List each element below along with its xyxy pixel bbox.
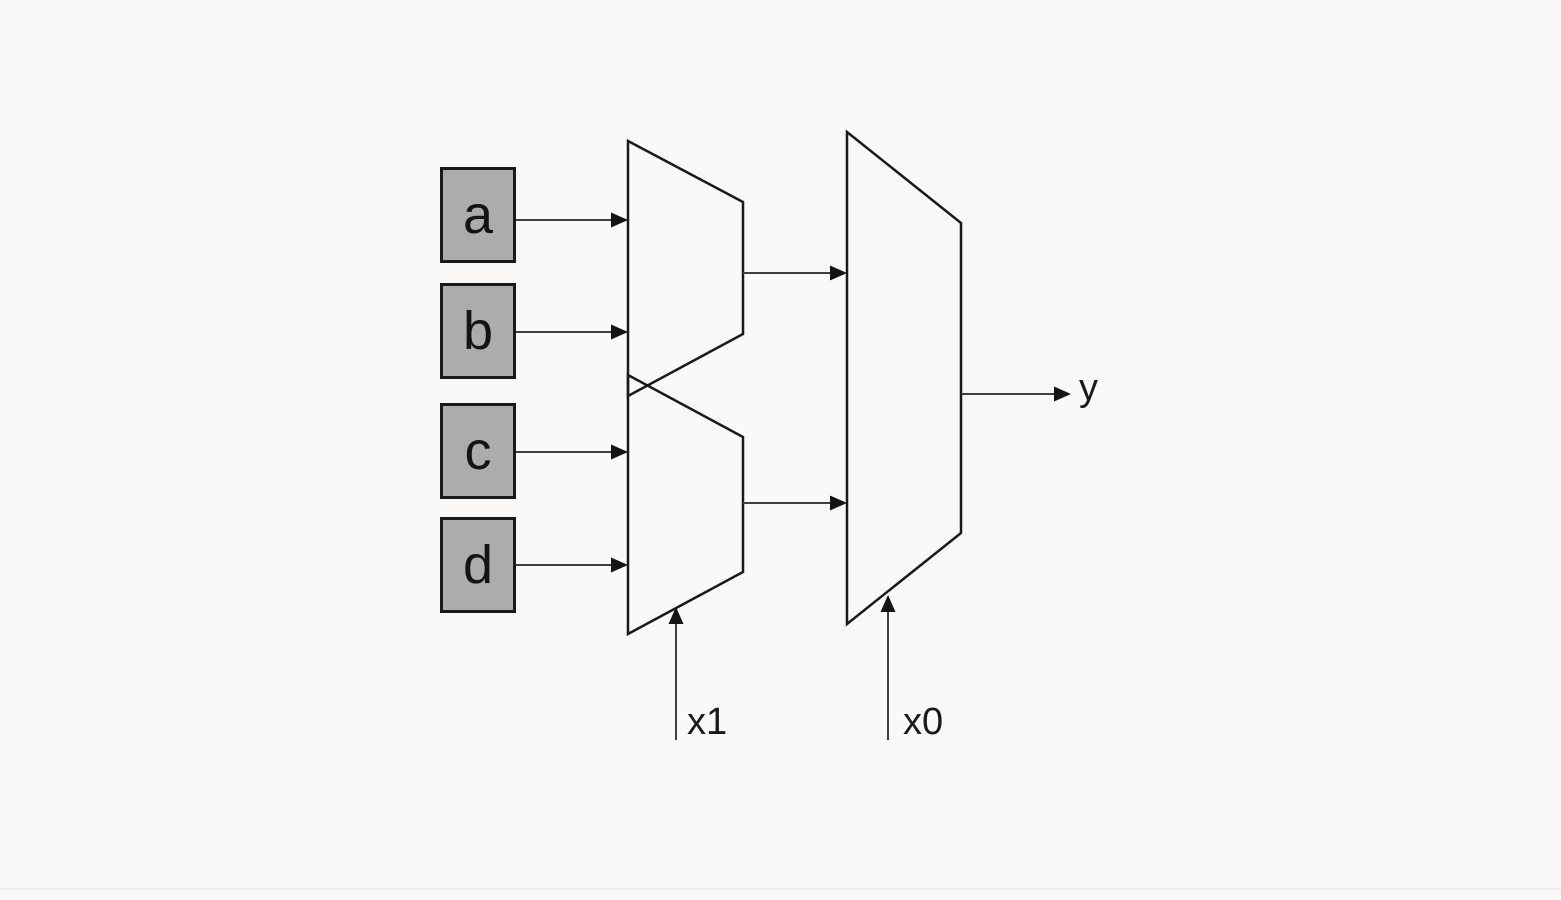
output-label-y: y xyxy=(1079,367,1098,409)
wire-select-x1 xyxy=(668,607,684,740)
wire-input-d xyxy=(516,557,628,573)
wire-input-a xyxy=(516,212,628,228)
input-label-b: b xyxy=(462,301,494,361)
wire-stage1-top-arrowhead xyxy=(830,265,847,281)
wire-select-x1-arrowhead xyxy=(668,607,684,624)
input-label-c: c xyxy=(464,421,492,481)
wire-input-c-arrowhead xyxy=(611,444,628,460)
input-label-d: d xyxy=(462,535,494,595)
mux-stage1-bottom xyxy=(626,372,745,637)
wire-input-d-arrowhead xyxy=(611,557,628,573)
wire-stage1-bottom-to-stage2 xyxy=(743,495,847,511)
mux-stage2 xyxy=(845,129,963,627)
input-box-a: a xyxy=(440,167,516,263)
wire-select-x0 xyxy=(880,595,896,740)
page-edge-line xyxy=(0,888,1561,890)
wire-input-c xyxy=(516,444,628,460)
select-label-x1: x1 xyxy=(687,701,728,743)
input-box-c: c xyxy=(440,403,516,499)
wire-input-a-arrowhead xyxy=(611,212,628,228)
wire-input-b xyxy=(516,324,628,340)
input-box-d: d xyxy=(440,517,516,613)
wire-output-y-arrowhead xyxy=(1054,386,1071,402)
select-label-x0: x0 xyxy=(903,701,944,743)
mux-stage1-top xyxy=(626,138,745,399)
input-box-b: b xyxy=(440,283,516,379)
wire-input-b-arrowhead xyxy=(611,324,628,340)
wire-output-y xyxy=(961,386,1071,402)
wire-select-x0-arrowhead xyxy=(880,595,896,612)
wire-stage1-bottom-arrowhead xyxy=(830,495,847,511)
wire-stage1-top-to-stage2 xyxy=(743,265,847,281)
input-label-a: a xyxy=(462,185,494,245)
